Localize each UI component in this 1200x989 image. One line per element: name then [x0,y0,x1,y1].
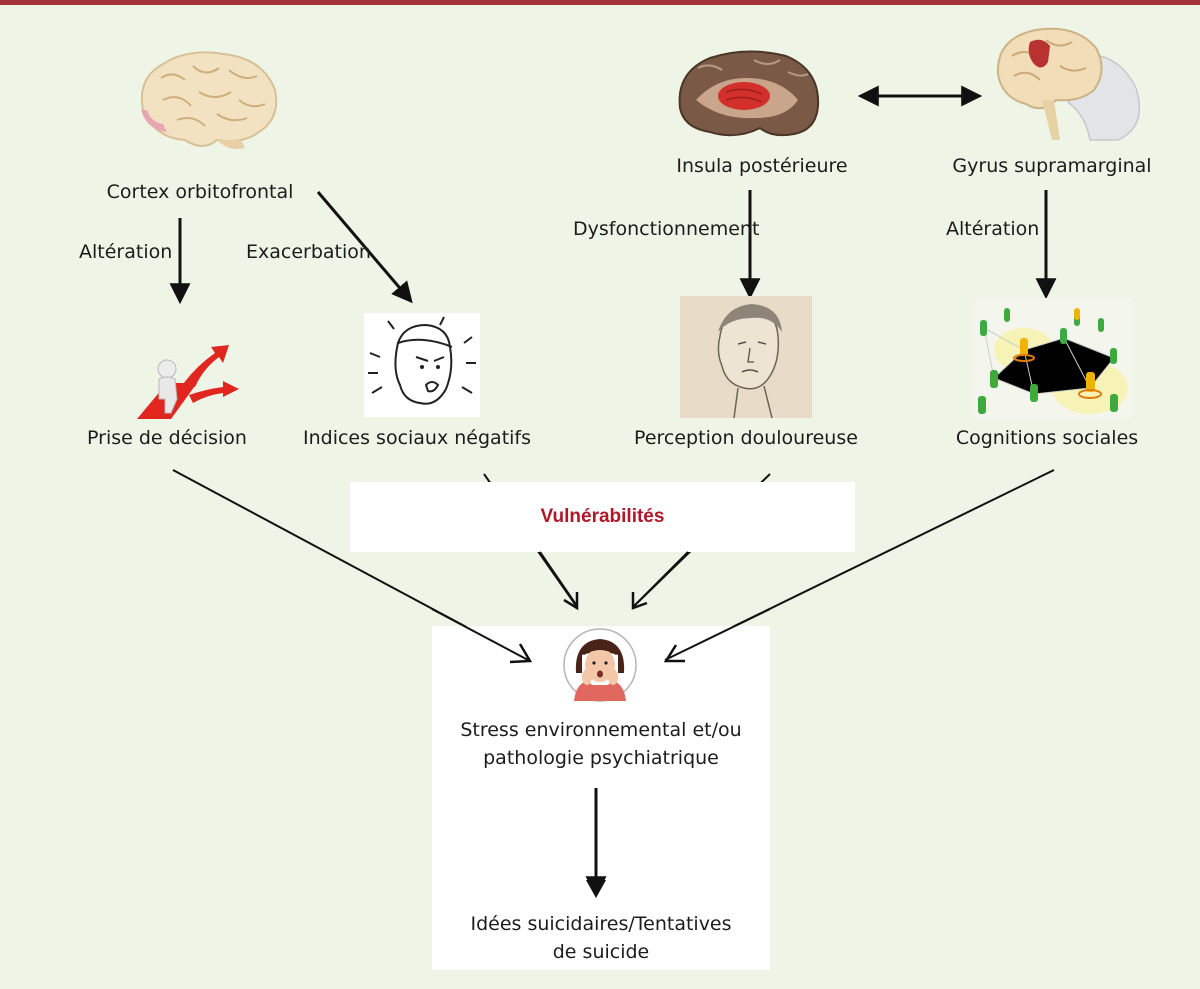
decision-arrows-image [137,345,239,419]
label-alteration-right: Altération [946,218,1040,240]
brain-insula-image [678,50,820,137]
brain-gyrus-supramarginal-image [996,27,1141,141]
arrow-cortex-to-indices [316,191,413,304]
brain-cortex-orbitofrontal-image [141,51,278,149]
angry-face-sketch-image [364,313,480,417]
label-dysfonctionnement: Dysfonctionnement [573,218,760,240]
node-perception-douloureuse: Perception douloureuse [634,427,858,449]
label-exacerbation: Exacerbation [246,241,371,263]
arrow-indices-to-stress-head [563,592,579,611]
outcome-label-line1: Idées suicidaires/Tentatives [470,913,732,935]
vulnerabilites-banner: Vulnérabilités [350,482,855,552]
stress-label-line1: Stress environnemental et/ou [460,719,742,741]
social-network-image [974,298,1132,418]
outcome-label-line2: de suicide [552,941,650,963]
vulnerabilites-label: Vulnérabilités [540,506,665,527]
statue-sketch-image [680,296,812,418]
label-alteration-left: Altération [79,241,173,263]
stress-label-line2: pathologie psychiatrique [483,747,719,769]
node-cognitions-sociales: Cognitions sociales [955,427,1139,449]
outcome-label: Idées suicidaires/Tentatives de suicide [432,910,770,966]
node-indices-sociaux-negatifs: Indices sociaux négatifs [302,427,532,449]
distressed-person-avatar [563,628,637,702]
node-cortex-orbitofrontal: Cortex orbitofrontal [106,181,294,203]
node-prise-de-decision: Prise de décision [87,427,247,449]
arrow-stress-to-outcome-head [586,880,606,898]
node-insula-posterieure: Insula postérieure [676,155,848,177]
top-accent-bar [0,0,1200,5]
stress-label: Stress environnemental et/ou pathologie … [432,716,770,772]
node-gyrus-supramarginal: Gyrus supramarginal [952,155,1152,177]
